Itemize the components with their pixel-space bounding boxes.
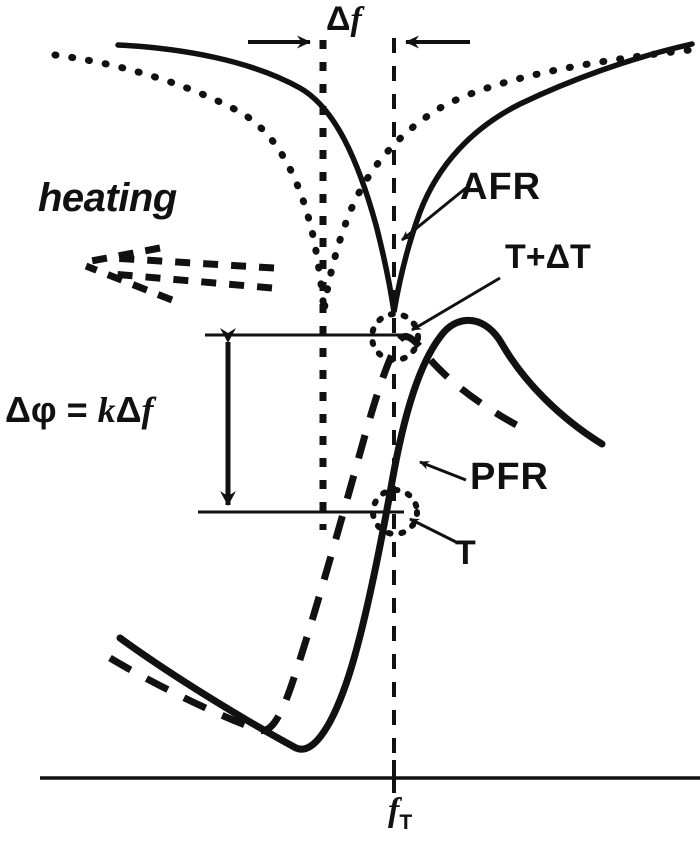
heating-arrow <box>84 244 275 304</box>
operating-point-heated-marker <box>369 311 421 363</box>
t-plus-delta-t-label: T+ΔT <box>505 238 591 276</box>
t-label: T <box>455 534 476 572</box>
pfr-pointer-arrow <box>419 460 467 482</box>
t-plus-delta-t-pointer-arrow <box>411 276 501 332</box>
operating-point-nominal-marker <box>370 487 420 537</box>
afr-label: AFR <box>460 166 542 208</box>
afr-heated-solid-curve <box>115 41 695 313</box>
phase-equation-label: Δφ = kΔf <box>5 389 154 430</box>
heating-label: heating <box>38 176 177 220</box>
pfr-heated-solid-curve <box>116 316 606 753</box>
pfr-label: PFR <box>470 456 549 498</box>
delta-f-label: Δf <box>326 0 362 38</box>
pfr-nominal-dashed-curve <box>108 333 532 735</box>
t-pointer-arrow <box>409 517 457 544</box>
afr-pointer-arrow <box>401 186 467 242</box>
axis-tick-label-fT: fT <box>388 792 413 834</box>
